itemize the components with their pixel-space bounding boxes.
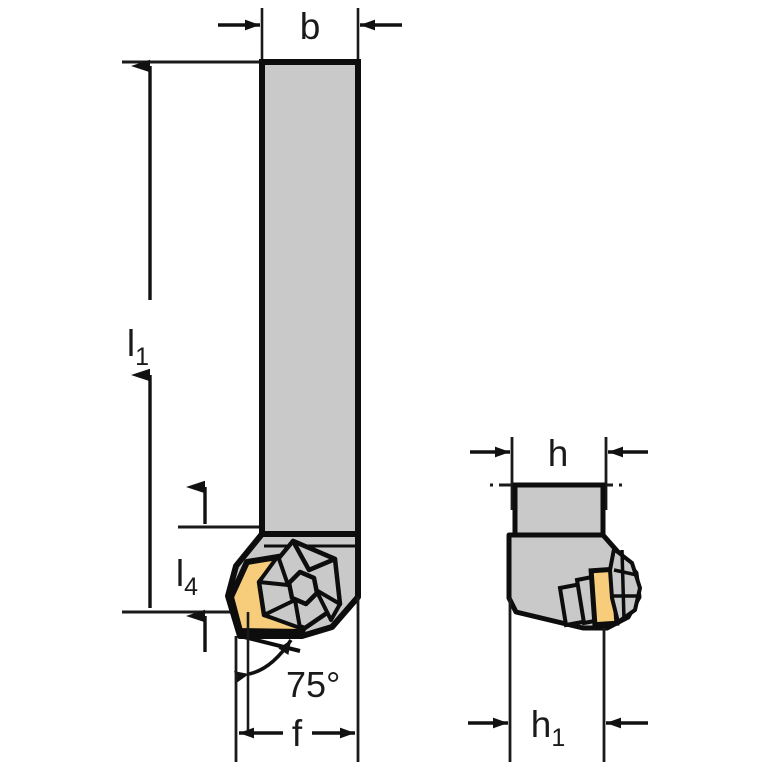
angle-annotation-75: 75°	[234, 612, 340, 730]
side-clamp-rib-3	[620, 549, 626, 621]
side-clamp-rib-1	[613, 568, 638, 577]
dimension-f: f	[234, 597, 360, 762]
clamp-arm-lower	[262, 598, 302, 630]
dimension-h1: h1	[468, 598, 648, 762]
clamp-arm-upper	[290, 538, 338, 573]
dimension-label-f: f	[292, 713, 303, 754]
dimension-l1: l1	[122, 59, 262, 614]
dimension-b: b	[218, 6, 402, 64]
side-tool-shank	[512, 482, 606, 538]
side-tool-head	[506, 532, 642, 631]
dimension-l4: l4	[176, 480, 266, 652]
clamp-arm-right	[314, 588, 342, 622]
clamp-screw	[286, 569, 320, 607]
shank-body	[259, 59, 361, 537]
dimension-h: h	[470, 433, 648, 510]
insert-clamp	[256, 538, 343, 631]
side-insert-clamp	[608, 547, 642, 624]
dimension-label-angle: 75°	[286, 664, 340, 705]
front-view: b l1 l4	[122, 6, 402, 762]
side-shank-body	[512, 482, 606, 538]
tool-shank	[259, 59, 361, 537]
side-clamp-outline	[608, 547, 642, 624]
clamp-arm-left	[257, 554, 290, 587]
dimension-label-h: h	[548, 433, 569, 474]
dimension-label-h1: h1	[531, 704, 565, 752]
angle-arc	[234, 639, 293, 683]
dimension-label-l1: l1	[127, 323, 149, 371]
dimension-label-l4: l4	[176, 553, 198, 601]
side-view: h	[468, 433, 648, 762]
dimension-label-b: b	[300, 6, 321, 47]
